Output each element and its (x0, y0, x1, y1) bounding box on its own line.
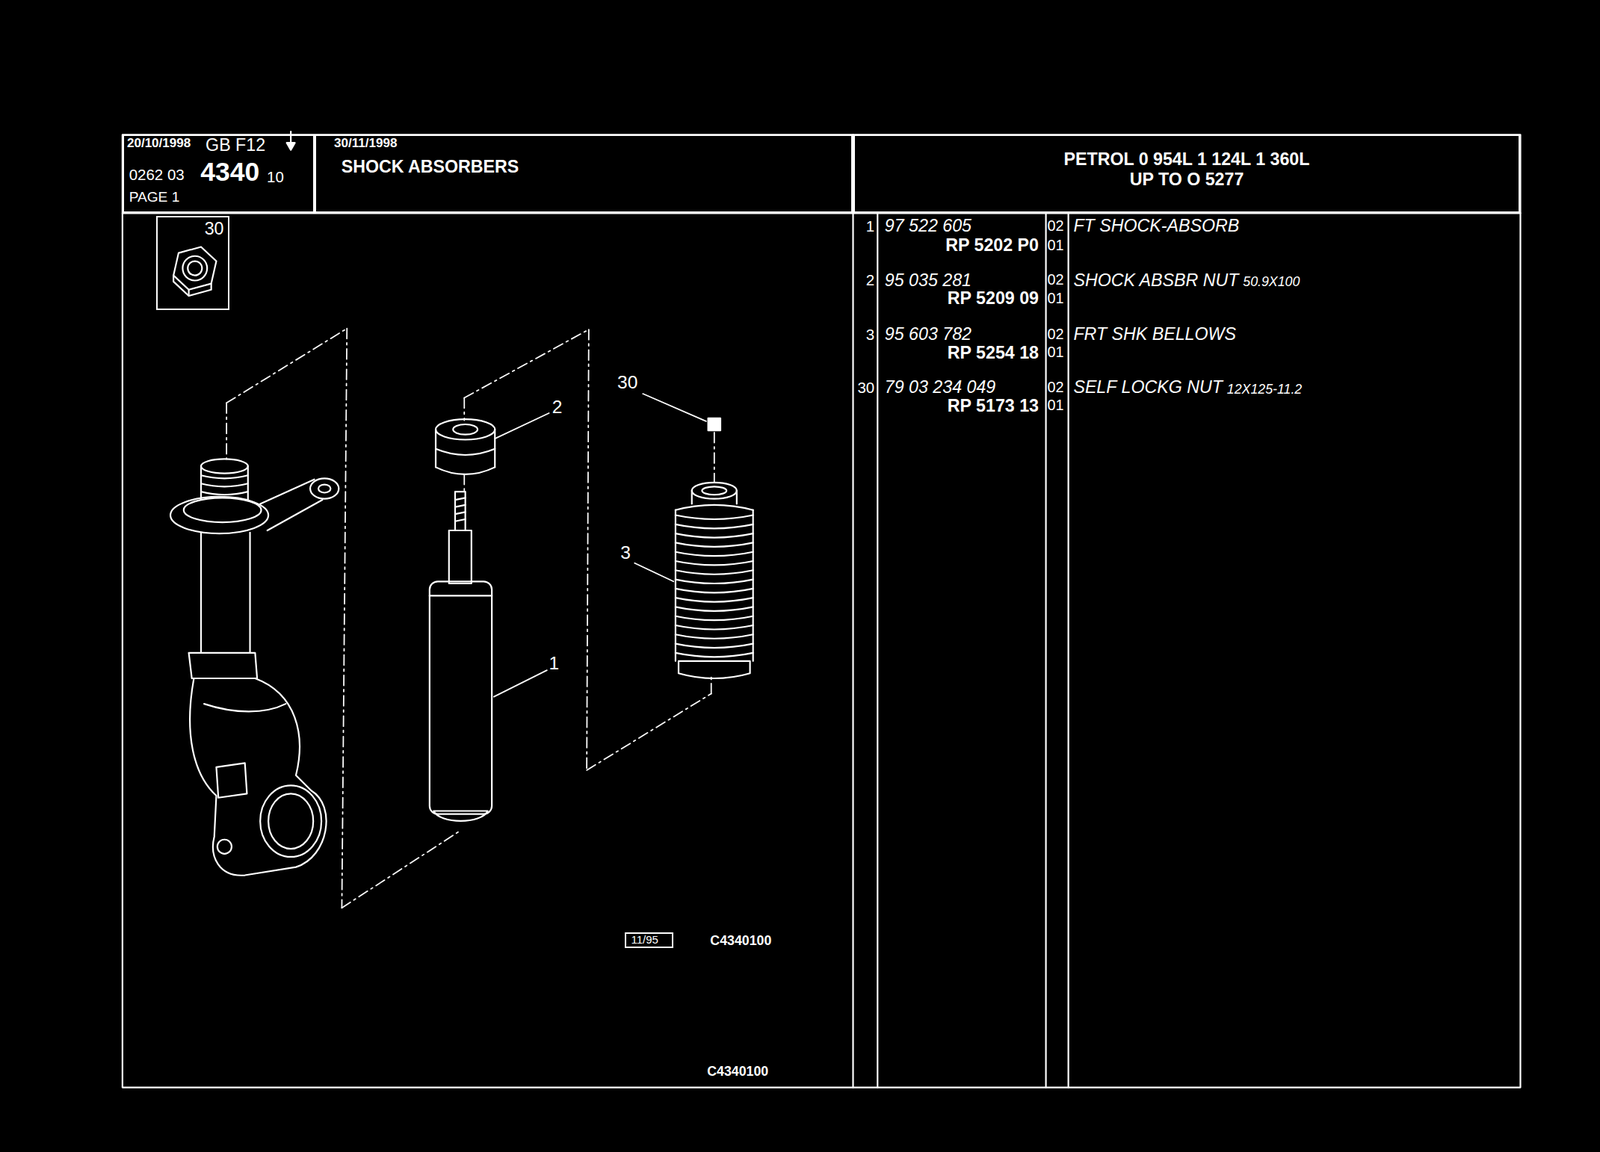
shock-absorber (429, 491, 492, 822)
nut-symbol (708, 418, 721, 431)
dimension: 50.9X100 (1242, 274, 1300, 290)
item-number: 1 (866, 217, 875, 236)
callout-number: 30 (617, 372, 638, 394)
part-description: SHOCK ABSBR NUT (1073, 270, 1239, 291)
nut-icon (173, 246, 216, 296)
header-text: 4340 (200, 156, 260, 188)
item-number: 30 (857, 378, 875, 397)
quantity-code: 01 (1047, 289, 1065, 308)
header-text: 10 (266, 168, 284, 187)
part-description: FT SHOCK-ABSORB (1073, 215, 1240, 237)
header-text: PAGE 1 (129, 189, 181, 206)
assembly-lines (226, 328, 715, 909)
quantity-code: 02 (1047, 325, 1065, 344)
callout-number: 1 (549, 653, 560, 675)
part-description: FRT SHK BELLOWS (1073, 324, 1236, 345)
figure-code: C4340100 (706, 1064, 769, 1080)
engine-range-box: PETROL 0 954L 1 124L 1 360L UP TO O 5277 (853, 134, 1521, 213)
part-number: 79 03 234 049 (884, 377, 996, 398)
column-rule (1067, 212, 1070, 1088)
header-text: GB F12 (205, 135, 266, 156)
page-frame (122, 134, 1521, 1088)
column-rule (851, 134, 854, 1088)
page-title: SHOCK ABSORBERS (341, 156, 520, 178)
dimension: 12X125-11.2 (1227, 381, 1302, 397)
header-text: 20/10/1998 (127, 136, 191, 151)
reference-code: RP 5202 P0 (945, 235, 1039, 256)
header-text: PETROL 0 954L 1 124L 1 360L UP TO O 5277 (1063, 149, 1311, 190)
leader-lines (493, 393, 707, 698)
header-code-box: 20/10/1998 GB F12 0262 03 4340 10PAGE 1 (122, 134, 315, 213)
title-box: 30/11/1998SHOCK ABSORBERS (314, 134, 854, 213)
quantity-code: 01 (1047, 236, 1065, 255)
part-number: 97 522 605 (884, 215, 972, 237)
part-number: 95 603 782 (884, 324, 972, 345)
quantity-code: 02 (1047, 217, 1065, 235)
header-text: 30 (204, 218, 225, 240)
quantity-code: 02 (1047, 378, 1065, 397)
top-mount (435, 419, 495, 475)
header-text: 0262 03 (129, 165, 185, 184)
figure-code: C4340100 (709, 933, 772, 949)
reference-code: RP 5209 09 (947, 288, 1039, 309)
item-number: 3 (866, 325, 875, 344)
column-rule (876, 212, 879, 1088)
strut-knuckle (170, 458, 339, 876)
item-number: 2 (866, 271, 875, 290)
quantity-code: 02 (1047, 271, 1065, 289)
part-number: 95 035 281 (884, 270, 972, 291)
part-description: SELF LOCKG NUT (1073, 377, 1222, 398)
header-text: 11/95 (630, 933, 658, 947)
header-text: 30/11/1998 (334, 136, 397, 151)
reference-code: RP 5254 18 (947, 343, 1039, 364)
reference-code: RP 5173 13 (947, 396, 1039, 417)
date-box: 11/95 (624, 932, 675, 949)
quantity-code: 01 (1047, 343, 1065, 361)
quantity-code: 01 (1047, 396, 1065, 415)
column-rule (1044, 212, 1047, 1088)
callout-box: 30 (156, 215, 230, 311)
callout-number: 2 (552, 396, 563, 418)
bellows (675, 482, 754, 679)
callout-number: 3 (620, 542, 631, 564)
